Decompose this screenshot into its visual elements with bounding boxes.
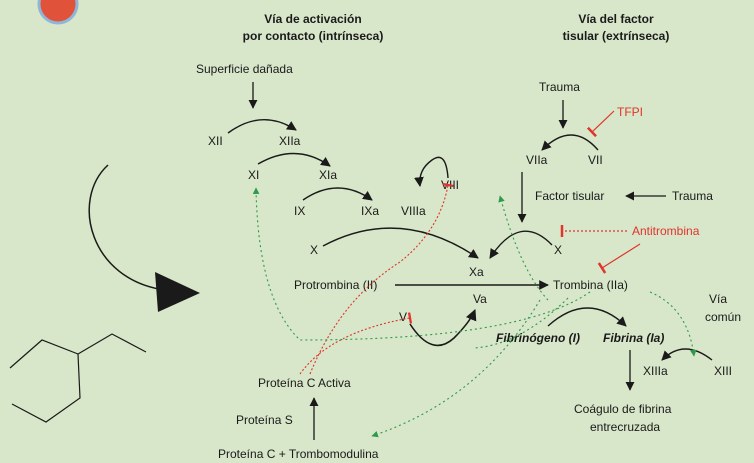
label-fibrina: Fibrina (Ia) — [603, 331, 664, 345]
label-factor-tisular: Factor tisular — [535, 189, 604, 203]
label-v: V — [399, 310, 407, 324]
logo-icon — [37, 0, 79, 25]
label-viiia: VIIIa — [401, 204, 426, 218]
intrinsic-header-line1: Vía de activación — [264, 12, 361, 26]
feedback-trombina-xiii — [649, 291, 697, 357]
inhibit-pca-v — [299, 312, 413, 375]
arc-viii-viiia — [414, 156, 449, 187]
label-fibrinogeno: Fibrinógeno (I) — [496, 331, 580, 345]
label-antitrombina: Antitrombina — [632, 224, 700, 238]
label-xii: XII — [208, 134, 223, 148]
arc-fibrinogeno-fibrina — [547, 307, 627, 327]
label-xiiia: XIIIa — [643, 364, 668, 378]
label-ix: IX — [294, 204, 305, 218]
arc-v-va — [409, 308, 477, 347]
label-via-comun-1: Vía — [709, 292, 727, 306]
extrinsic-header-line2: tisular (extrínseca) — [563, 29, 670, 43]
arc-ix-ixa — [302, 187, 373, 201]
arc-x-xa-extrinsic — [489, 230, 553, 259]
arc-xi-xia — [257, 152, 331, 167]
decorative-molecule-icon — [9, 333, 147, 423]
label-coagulo-1: Coágulo de fibrina — [574, 402, 672, 416]
label-xia: XIa — [319, 168, 337, 182]
label-trombina: Trombina (IIa) — [553, 278, 628, 292]
label-proteina-c-trombo: Proteína C + Trombomodulina — [218, 447, 379, 461]
decorative-curved-arrow — [88, 164, 200, 312]
inhibit-tfpi — [586, 110, 615, 138]
intrinsic-header-line2: por contacto (intrínseca) — [243, 29, 384, 43]
label-xiii: XIII — [714, 364, 732, 378]
label-xa: Xa — [469, 265, 484, 279]
extrinsic-header-line1: Vía del factor — [578, 12, 654, 26]
label-vii: VII — [588, 153, 603, 167]
label-proteina-c-activa: Proteína C Activa — [258, 376, 351, 390]
label-tfpi: TFPI — [617, 105, 643, 119]
label-coagulo-2: entrecruzada — [590, 420, 660, 434]
arc-xiii-xiiia — [661, 348, 713, 361]
label-via-comun-2: común — [705, 310, 741, 324]
label-proteina-s: Proteína S — [236, 413, 293, 427]
label-ixa: IXa — [361, 204, 379, 218]
label-xi: XI — [248, 168, 259, 182]
inhibit-antitrombina-trombina — [597, 243, 641, 274]
label-protrombina: Protrombina (II) — [294, 278, 377, 292]
label-trauma-right: Trauma — [672, 189, 713, 203]
label-trauma-top: Trauma — [539, 80, 580, 94]
label-x-right: X — [554, 243, 562, 257]
inhibit-pca-viii — [309, 182, 454, 375]
arc-xii-xiia — [227, 119, 297, 134]
label-superficie: Superficie dañada — [196, 62, 293, 76]
feedback-trombina-xi — [252, 187, 591, 341]
arc-vii-viia — [541, 134, 599, 151]
label-viii: VIII — [441, 178, 459, 192]
label-x-left: X — [310, 243, 318, 257]
label-viia: VIIa — [526, 153, 548, 167]
label-xiia: XIIa — [279, 134, 301, 148]
label-va: Va — [473, 292, 487, 306]
arc-x-xa-intrinsic — [322, 227, 479, 259]
feedback-trombina-proteina-c — [371, 299, 541, 438]
